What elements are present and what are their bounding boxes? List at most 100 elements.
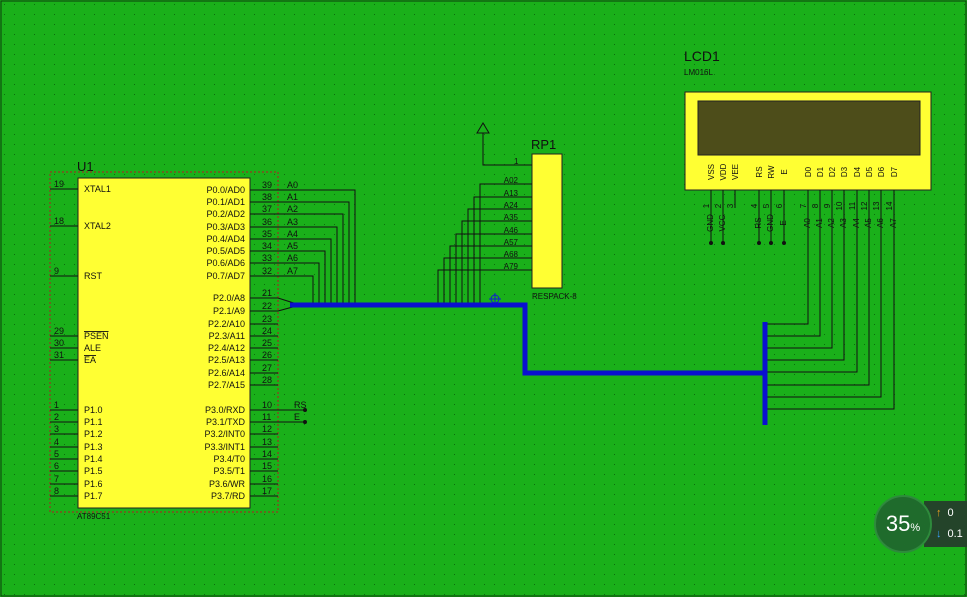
lcd1-screen: [697, 100, 921, 156]
u1-pin-number: 26: [262, 350, 272, 360]
u1-pin-number: 6: [54, 461, 59, 471]
download-arrow-icon: ↓: [936, 528, 942, 540]
u1-pin-number: 8: [54, 486, 59, 496]
lcd1-component[interactable]: LCD1 LM016L VSS1GNDVDD2VCCVEE3RS4RSRW5GN…: [684, 48, 932, 410]
p0-net-wire: [278, 213, 344, 305]
u1-pin-number: 29: [54, 326, 64, 336]
u1-pin-number: 15: [262, 461, 272, 471]
u1-pin-name: P2.0/A8: [213, 293, 245, 303]
lcd-pin-number: 10: [835, 201, 844, 210]
p0-net-wire: [278, 275, 314, 305]
usage-percent: 35: [885, 511, 911, 536]
u1-pin-number: 37: [262, 204, 272, 214]
rp1-net-wire: [437, 269, 532, 305]
u1-body[interactable]: [77, 177, 251, 509]
u1-pin-number: 36: [262, 217, 272, 227]
u1-pin-name: P0.3/AD3: [206, 222, 245, 232]
u1-pin-number: 38: [262, 192, 272, 202]
junction-dot: [721, 241, 725, 245]
rp1-net-label: A46: [504, 226, 519, 235]
u1-pin-number: 21: [262, 288, 272, 298]
u1-pin-number: 9: [54, 266, 59, 276]
junction-dot: [769, 241, 773, 245]
rp1-net-wire: [461, 220, 532, 305]
lcd-data-wire: [765, 208, 895, 410]
rp1-net-label: A79: [504, 262, 519, 271]
lcd-pin-number: 14: [885, 201, 894, 210]
u1-pin-name: P3.3/INT1: [204, 442, 245, 452]
u1-pin-name: P2.5/A13: [208, 355, 245, 365]
net-label: RS: [294, 400, 307, 410]
u1-pin-name: P0.1/AD1: [206, 197, 245, 207]
p0-net-wire: [278, 189, 356, 305]
u1-pin-name: P3.0/RXD: [205, 405, 246, 415]
cpu-usage-circle[interactable]: 35%: [874, 495, 932, 553]
network-speed-widget[interactable]: ↑0 ↓0.1 35%: [874, 493, 967, 553]
lcd-pin-name: RS: [755, 166, 764, 177]
u1-pin-number: 13: [262, 437, 272, 447]
rp1-net-label: A24: [504, 201, 519, 210]
network-speed-panel: ↑0 ↓0.1: [924, 501, 967, 547]
net-label: A6: [287, 253, 298, 263]
p0-net-wire: [278, 262, 320, 305]
u1-pin-number: 12: [262, 424, 272, 434]
junction-dot: [757, 241, 761, 245]
net-label: A5: [287, 241, 298, 251]
u1-pin-number: 18: [54, 216, 64, 226]
rp1-net-label: A13: [504, 189, 519, 198]
u1-pin-name: P3.1/TXD: [206, 417, 246, 427]
rp1-ref: RP1: [531, 137, 556, 152]
u1-pin-name: ALE: [84, 343, 101, 353]
u1-pin-number: 7: [54, 474, 59, 484]
bus[interactable]: [290, 302, 768, 425]
u1-pin-name: P3.6/WR: [209, 479, 246, 489]
lcd1-ref: LCD1: [684, 48, 720, 64]
rp1-net-label: A57: [504, 238, 519, 247]
download-row: ↓0.1: [936, 528, 963, 540]
u1-pin-name: P0.2/AD2: [206, 209, 245, 219]
u1-pin-number: 1: [54, 400, 59, 410]
rp1-body[interactable]: [531, 153, 563, 289]
u1-pin-name: P1.3: [84, 442, 103, 452]
u1-pin-name: P2.2/A10: [208, 319, 245, 329]
u1-pin-number: 22: [262, 301, 272, 311]
u1-pin-name: P0.4/AD4: [206, 234, 245, 244]
net-label: A2: [287, 204, 298, 214]
u1-pin-number: 10: [262, 400, 272, 410]
u1-pin-name: XTAL1: [84, 184, 111, 194]
rp1-net-label: A02: [504, 176, 519, 185]
u1-pin-name: P1.1: [84, 417, 103, 427]
junction-dot: [782, 241, 786, 245]
rp1-net-wire: [449, 245, 532, 305]
u1-pin-name: P0.5/AD5: [206, 246, 245, 256]
u1-pin-number: 23: [262, 314, 272, 324]
bus-main[interactable]: [290, 302, 765, 376]
u1-pin-name: P0.0/AD0: [206, 185, 245, 195]
lcd-pin-name: RW: [767, 165, 776, 179]
lcd-data-wire: [765, 208, 845, 361]
u1-pin-name: EA: [84, 355, 96, 365]
net-label: A0: [287, 180, 298, 190]
upload-arrow-icon: ↑: [936, 507, 942, 519]
power-terminal-icon: [476, 122, 490, 134]
lcd-data-wire: [765, 208, 858, 373]
lcd-pin-name: D1: [816, 166, 825, 177]
u1-pin-number: 14: [262, 449, 272, 459]
u1-pin-number: 17: [262, 486, 272, 496]
u1-pin-name: XTAL2: [84, 221, 111, 231]
u1-pin-name: P3.5/T1: [213, 466, 245, 476]
u1-pin-name: P1.0: [84, 405, 103, 415]
u1-pin-name: P2.4/A12: [208, 343, 245, 353]
p0-net-wire: [278, 250, 326, 305]
u1-ref: U1: [77, 159, 94, 174]
u1-pin-number: 30: [54, 338, 64, 348]
u1-pin-name: P1.4: [84, 454, 103, 464]
lcd-pin-name: D5: [865, 166, 874, 177]
u1-pin-name: P1.2: [84, 429, 103, 439]
